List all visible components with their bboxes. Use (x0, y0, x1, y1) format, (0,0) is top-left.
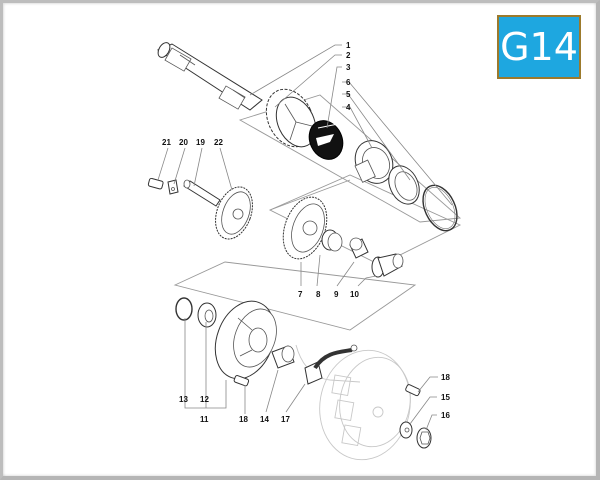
callout-22: 22 (214, 138, 223, 147)
callout-15: 15 (441, 393, 450, 402)
shaft-part-1 (156, 42, 263, 111)
bolt-part-21 (147, 177, 164, 190)
callout-20: 20 (179, 138, 188, 147)
bolt-part-18-upper (405, 384, 421, 397)
nut-part-16 (416, 427, 432, 449)
needle-bearing-part-8 (321, 229, 343, 252)
wire-part-17 (295, 344, 361, 385)
callout-13: 13 (179, 395, 188, 404)
callout-18-upper: 18 (441, 373, 450, 382)
bushing-part-14 (271, 345, 295, 369)
plate-part-20 (167, 179, 179, 195)
gear-part-22 (215, 186, 253, 240)
group-box-upper (268, 174, 462, 266)
bolt-part-18-lower (233, 375, 250, 387)
callout-14: 14 (260, 415, 269, 424)
callout-labels: 1 2 3 4 5 6 7 8 9 10 11 12 13 14 15 16 1… (162, 41, 450, 424)
callout-7: 7 (298, 290, 303, 299)
callout-17: 17 (281, 415, 290, 424)
callout-10: 10 (350, 290, 359, 299)
callout-11: 11 (200, 415, 209, 424)
seal-part-5 (388, 165, 420, 205)
callout-16: 16 (441, 411, 450, 420)
callout-18-lower: 18 (239, 415, 248, 424)
callout-12: 12 (200, 395, 209, 404)
callout-3: 3 (346, 63, 351, 72)
callout-1: 1 (346, 41, 351, 50)
gear-part-2 (265, 88, 317, 148)
callout-4: 4 (346, 103, 351, 112)
callout-8: 8 (316, 290, 321, 299)
bushing-part-9 (349, 237, 369, 259)
callout-5: 5 (346, 90, 351, 99)
pin-part-19 (183, 179, 221, 207)
hub-part-4 (354, 140, 394, 184)
bearing-part-12 (197, 302, 217, 328)
callout-21: 21 (162, 138, 171, 147)
circlip-part-13 (175, 297, 193, 321)
washer-part-15 (399, 421, 413, 439)
callout-9: 9 (334, 290, 339, 299)
section-code-badge: G14 (497, 15, 581, 79)
group-box-lower (173, 261, 417, 331)
callout-2: 2 (346, 51, 351, 60)
callout-19: 19 (196, 138, 205, 147)
gear-part-7 (282, 196, 328, 260)
housing-part-11 (214, 300, 277, 380)
flywheel (319, 349, 411, 461)
flanged-bushing-part-10 (371, 253, 404, 278)
circlip-part-6 (422, 184, 458, 232)
coupling-part-3 (308, 120, 344, 160)
callout-6: 6 (346, 78, 351, 87)
leader-lines (157, 44, 453, 431)
